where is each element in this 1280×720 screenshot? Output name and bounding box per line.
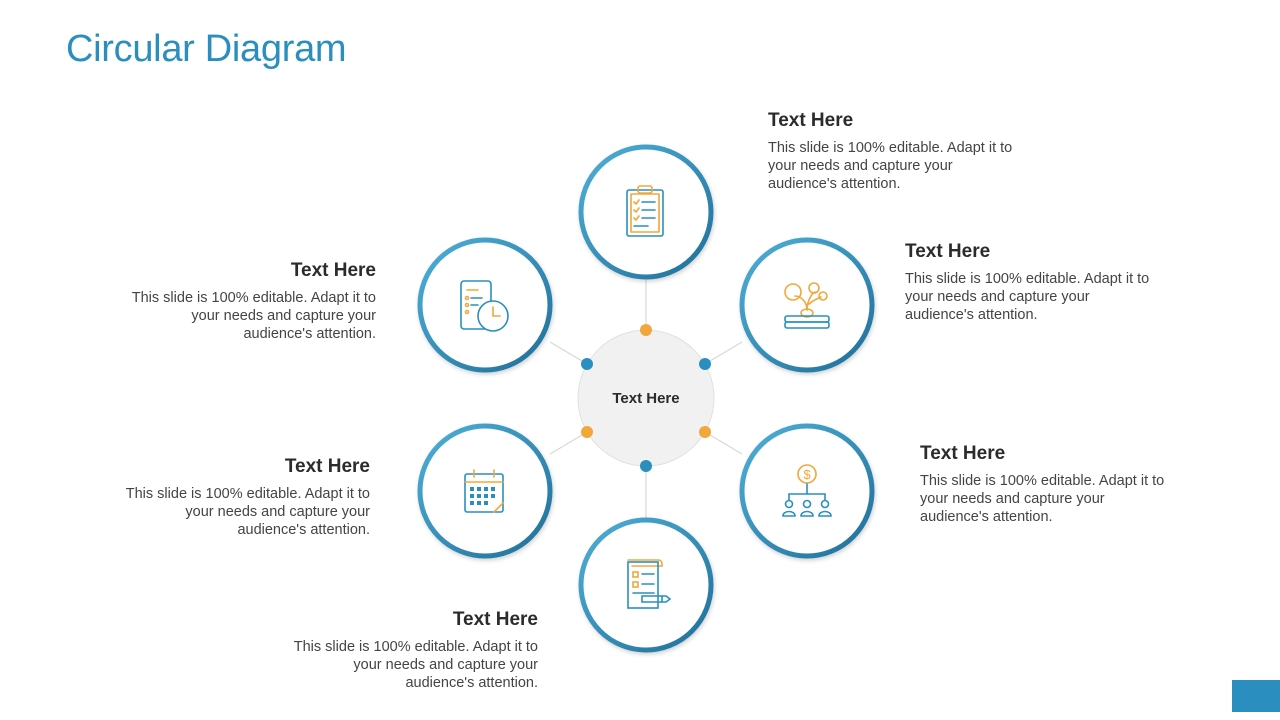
text-block-heading: Text Here <box>920 443 1006 464</box>
text-block-upper-right: Text Here This slide is 100% editable. A… <box>905 241 1155 324</box>
text-block-body: This slide is 100% editable. Adapt it to… <box>905 271 1150 323</box>
text-block-heading: Text Here <box>452 609 538 630</box>
document-pen-icon <box>627 559 672 609</box>
connector-line-upper-right <box>704 341 743 365</box>
connector-line-lower-left <box>549 431 588 455</box>
text-block-body: This slide is 100% editable. Adapt it to… <box>125 486 370 538</box>
svg-text:$: $ <box>803 467 811 482</box>
text-block-heading: Text Here <box>905 241 991 262</box>
connector-dot-upper-left <box>581 358 593 370</box>
text-block-lower-left: Text Here This slide is 100% editable. A… <box>120 456 370 539</box>
center-label: Text Here <box>612 390 680 407</box>
connector-line-lower-right <box>704 431 743 455</box>
text-block-lower-right: Text Here This slide is 100% editable. A… <box>920 443 1170 526</box>
connector-dot-top <box>640 324 652 336</box>
text-block-body: This slide is 100% editable. Adapt it to… <box>293 639 538 691</box>
ring-bottom <box>578 517 714 653</box>
connector-dot-upper-right <box>699 358 711 370</box>
page-title: Circular Diagram <box>66 28 347 70</box>
text-block-body: This slide is 100% editable. Adapt it to… <box>131 290 376 342</box>
text-block-body: This slide is 100% editable. Adapt it to… <box>768 140 1013 192</box>
ring-top <box>578 144 714 280</box>
text-block-heading: Text Here <box>284 456 370 477</box>
connector-dot-lower-right <box>699 426 711 438</box>
text-block-upper-left: Text Here This slide is 100% editable. A… <box>126 260 376 343</box>
calendar-icon <box>464 469 504 513</box>
text-block-body: This slide is 100% editable. Adapt it to… <box>920 473 1165 525</box>
clipboard-checklist-icon <box>626 185 664 237</box>
money-hierarchy-icon: $ <box>782 464 832 517</box>
connector-dot-lower-left <box>581 426 593 438</box>
connector-lines <box>549 280 743 518</box>
text-block-bottom: Text Here This slide is 100% editable. A… <box>288 609 538 692</box>
plant-coins-icon <box>784 282 830 329</box>
text-block-top: Text Here This slide is 100% editable. A… <box>768 110 1018 193</box>
connector-line-upper-left <box>549 341 588 365</box>
corner-accent-block <box>1232 680 1280 712</box>
connector-dot-bottom <box>640 460 652 472</box>
text-block-heading: Text Here <box>290 260 376 281</box>
schedule-clock-icon <box>460 280 509 332</box>
text-block-heading: Text Here <box>768 110 854 131</box>
